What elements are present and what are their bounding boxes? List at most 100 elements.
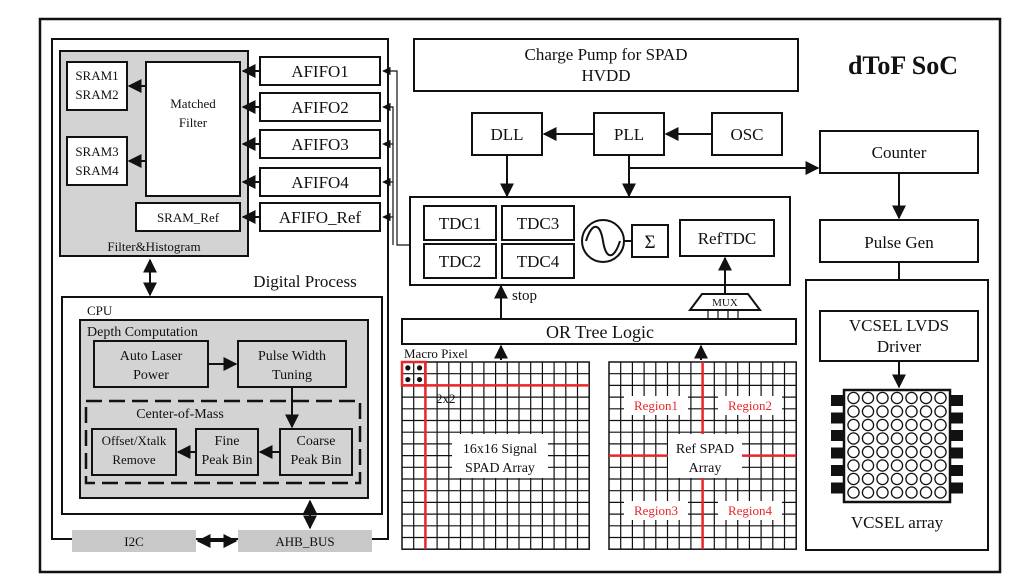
vcsel-emitter	[890, 459, 904, 472]
spad-dot	[405, 365, 411, 371]
pll-label: PLL	[614, 125, 644, 144]
vcsel-emitter	[847, 459, 860, 472]
offset-line2: Remove	[112, 452, 156, 467]
vcsel-pad-right	[951, 482, 963, 494]
or-tree-logic-box	[401, 318, 797, 345]
vcsel-emitter	[890, 391, 904, 405]
vcsel-emitter	[861, 391, 875, 405]
vcsel-emitter	[847, 432, 860, 445]
signal-array-line2: SPAD Array	[465, 461, 535, 476]
matched-filter-line1: Matched	[170, 96, 216, 111]
i2c-label: I2C	[124, 534, 144, 549]
sigma-label: Σ	[644, 232, 655, 253]
sram1-label: SRAM1	[75, 68, 118, 83]
ahb-bus-label: AHB_BUS	[275, 534, 334, 549]
vcsel-emitter	[919, 445, 933, 459]
dll-label: DLL	[490, 125, 523, 144]
afifo4-label: AFIFO4	[291, 173, 349, 192]
dll-box	[471, 112, 543, 156]
vcsel-pad-right	[951, 412, 963, 424]
vcsel-pad-right	[951, 447, 963, 459]
vcsel-emitter	[919, 432, 933, 445]
tdc2-label: TDC2	[439, 252, 482, 271]
vcsel-pad-right	[951, 465, 963, 476]
pulse-gen-label: Pulse Gen	[864, 233, 934, 252]
region4-label-bg	[718, 501, 782, 520]
vcsel-pad-left	[831, 482, 843, 494]
offset-line1: Offset/Xtalk	[102, 433, 167, 448]
vcsel-emitter	[934, 445, 947, 459]
charge-pump-line2: HVDD	[581, 66, 630, 85]
signal-array-line1: 16x16 Signal	[463, 442, 537, 457]
region2-label-bg	[718, 396, 782, 415]
auto-laser-line1: Auto Laser	[120, 349, 183, 364]
region4-label: Region4	[728, 503, 773, 518]
vcsel-emitter	[861, 486, 875, 499]
spad-dot	[416, 376, 423, 383]
osc-label: OSC	[730, 125, 763, 144]
reftdc-box	[679, 219, 775, 257]
sram-1-2-box	[66, 61, 128, 111]
i2c-bar	[72, 530, 196, 552]
ahb-bus-bar	[238, 530, 372, 552]
mux-shape	[688, 293, 762, 311]
vcsel-emitter	[861, 418, 875, 432]
vcsel-emitter	[876, 405, 889, 418]
ref-array-line2: Array	[689, 461, 722, 476]
pulse-width-tuning-box	[237, 340, 347, 388]
tdc4-label: TDC4	[517, 252, 560, 271]
vcsel-emitter	[905, 445, 918, 459]
fine-peak-bin-box	[195, 428, 259, 476]
vcsel-emitter	[847, 418, 860, 432]
tdc1-label: TDC1	[439, 214, 482, 233]
vcsel-array-graphic	[831, 388, 963, 504]
vcsel-emitter	[847, 472, 860, 486]
mux-label: MUX	[712, 297, 738, 309]
vcsel-driver-line2: Driver	[877, 337, 922, 356]
center-of-mass-frame	[84, 399, 362, 485]
reftdc-label: RefTDC	[698, 229, 757, 248]
region3-label: Region3	[634, 503, 678, 518]
vcsel-emitter	[919, 418, 933, 432]
vcsel-emitter	[876, 472, 889, 486]
vcsel-driver-line1: VCSEL LVDS	[849, 316, 949, 335]
vcsel-emitter	[861, 472, 875, 486]
charge-pump-box	[413, 38, 799, 92]
vcsel-emitter	[905, 432, 918, 445]
depth-computation-label: Depth Computation	[87, 325, 198, 340]
vcsel-emitter	[905, 472, 918, 486]
cpu-label: CPU	[87, 303, 113, 318]
macro-pixel-label: Macro Pixel	[404, 346, 468, 361]
vcsel-emitter	[847, 405, 860, 418]
sram-ref-box	[135, 202, 241, 232]
vcsel-emitter	[905, 459, 918, 472]
vcsel-emitter	[876, 432, 889, 445]
sram2-label: SRAM2	[75, 87, 118, 102]
vcsel-emitter	[876, 459, 889, 472]
filter-histogram-label: Filter&Histogram	[107, 239, 200, 254]
vcsel-emitter	[847, 486, 860, 499]
afifo3-label: AFIFO3	[291, 135, 349, 154]
afifo4-box	[259, 167, 381, 197]
vcsel-emitter	[861, 405, 875, 418]
auto-laser-power-box	[93, 340, 209, 388]
osc-box	[711, 112, 783, 156]
vcsel-emitter	[890, 432, 904, 445]
sine-wave-icon	[585, 225, 621, 257]
macro-pixel-highlight	[400, 360, 427, 387]
sram-3-4-box	[66, 136, 128, 186]
counter-label: Counter	[872, 143, 927, 162]
pulse-width-line1: Pulse Width	[258, 349, 326, 364]
sigma-box	[631, 224, 669, 258]
vcsel-emitter	[934, 486, 947, 499]
vcsel-emitter	[905, 418, 918, 432]
vcsel-emitter	[934, 459, 947, 472]
vcsel-emitter	[876, 418, 889, 432]
spad-dot	[405, 376, 411, 383]
afifo-ref-box	[259, 202, 381, 232]
matched-filter-box	[145, 61, 241, 197]
vcsel-emitter	[919, 391, 933, 405]
vcsel-emitter	[861, 432, 875, 445]
vcsel-emitter	[905, 405, 918, 418]
